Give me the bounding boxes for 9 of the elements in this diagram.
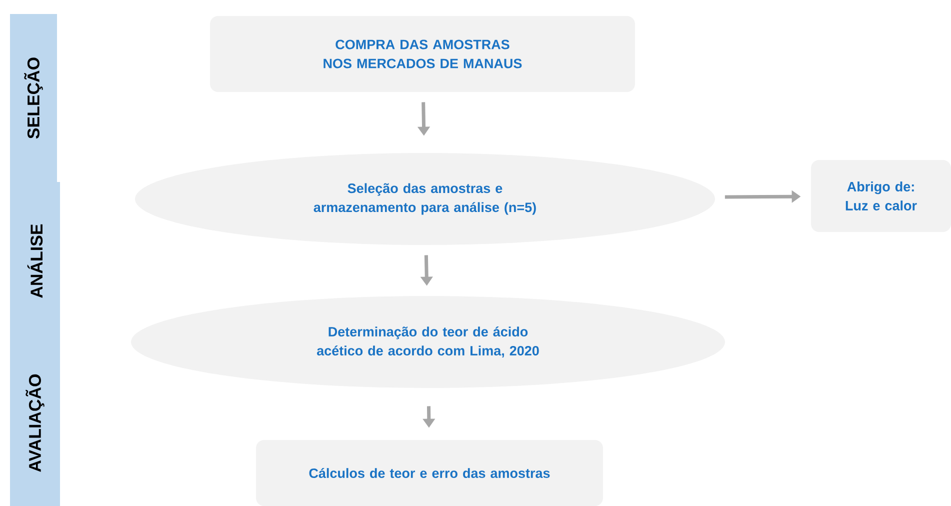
- phase-band: SELEÇÃO: [10, 14, 58, 182]
- phase-band: ANÁLISE: [10, 182, 60, 340]
- node-label: ANÁLISE: [27, 224, 43, 298]
- node-label: SELEÇÃO: [24, 58, 43, 139]
- phase-band: AVALIAÇÃO: [10, 340, 60, 506]
- process-box: COMPRA DAS AMOSTRAS NOS MERCADOS DE MANAUS: [210, 16, 635, 92]
- process-box: Abrigo de: Luz e calor: [811, 160, 951, 232]
- process-box: Cálculos de teor e erro das amostras: [256, 440, 603, 506]
- node-label: AVALIAÇÃO: [26, 374, 44, 472]
